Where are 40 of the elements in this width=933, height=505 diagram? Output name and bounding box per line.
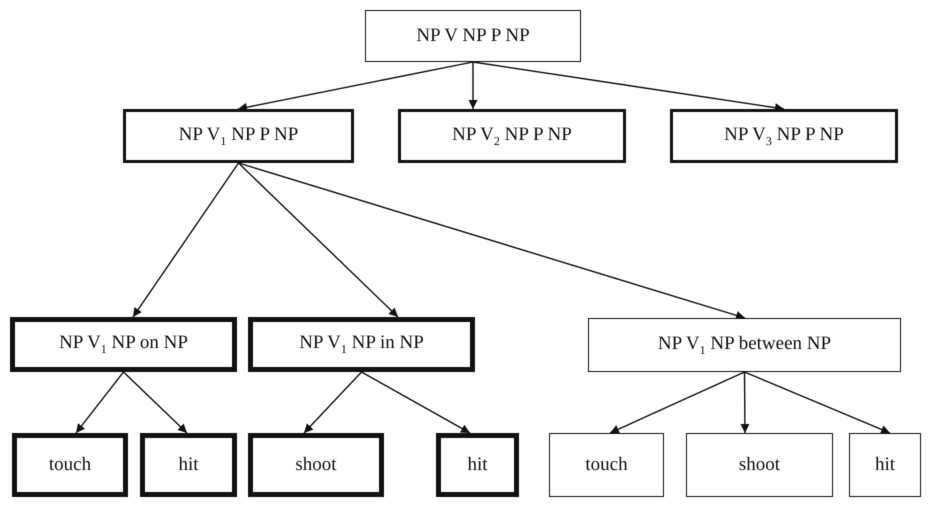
arrow (132, 162, 240, 318)
node-label: NP V$_{1}$ NP P NP (178, 124, 298, 148)
node-label: hit (467, 454, 488, 476)
text-box (248, 433, 384, 497)
node-label: NP V$_{1}$ NP in NP (299, 332, 424, 357)
text-box (588, 318, 901, 372)
arrow (740, 372, 750, 433)
text-box (670, 109, 898, 163)
node-label: touch (585, 454, 628, 476)
node-label: NP V$_{1}$ NP on NP (59, 332, 188, 357)
text-box (365, 10, 581, 62)
node-label: NP V$_{1}$ NP between NP (658, 332, 832, 358)
node-label: shoot (295, 454, 337, 476)
arrow (75, 372, 124, 434)
text-box (248, 317, 475, 372)
arrow (304, 372, 362, 434)
text-box (436, 433, 519, 497)
text-box (10, 317, 237, 372)
node-label: hit (178, 454, 199, 476)
node-label: touch (48, 454, 92, 476)
text-box (398, 109, 626, 163)
text-box (849, 433, 921, 497)
text-box (123, 109, 354, 163)
arrow (123, 372, 188, 434)
arrow (238, 61, 474, 112)
node-label: NP V$_{2}$ NP P NP (452, 124, 572, 148)
arrow (610, 371, 745, 434)
text-box (140, 433, 237, 497)
node-label: NP V$_{3}$ NP P NP (724, 124, 844, 148)
node-label: NP V NP P NP (416, 25, 530, 47)
arrow (238, 162, 398, 318)
arrow (468, 62, 478, 109)
arrow (238, 162, 746, 320)
node-label: hit (874, 454, 896, 476)
text-box (12, 433, 128, 497)
arrow (744, 371, 890, 434)
text-box (549, 433, 664, 497)
arrow (361, 371, 470, 434)
text-box (686, 433, 833, 497)
node-label: shoot (738, 454, 780, 476)
